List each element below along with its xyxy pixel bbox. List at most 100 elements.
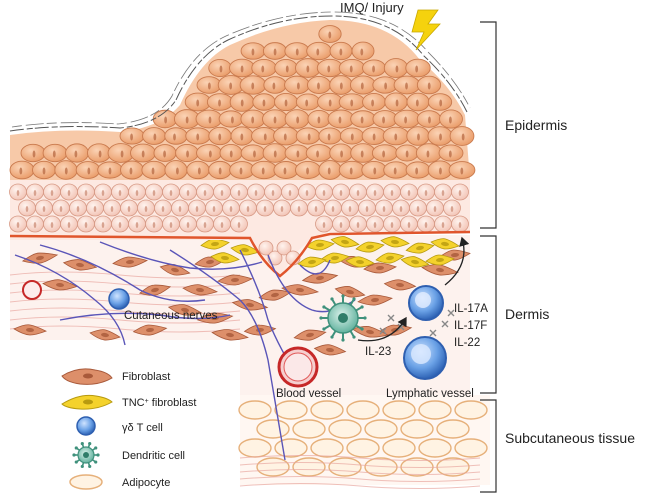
keratinocyte-nucleus bbox=[284, 99, 288, 107]
basal-cell-nucleus bbox=[407, 190, 411, 196]
basal-cell bbox=[258, 240, 274, 256]
adipocyte bbox=[382, 438, 416, 458]
tnc-fibroblast bbox=[345, 256, 375, 268]
basal-cell-nucleus bbox=[246, 206, 250, 212]
keratinocyte-nucleus bbox=[349, 65, 353, 73]
basal-cell-nucleus bbox=[161, 206, 165, 212]
basal-cell-nucleus bbox=[101, 190, 105, 196]
adipocyte bbox=[256, 457, 290, 477]
dendrite-tip bbox=[330, 335, 334, 339]
keratinocyte-nucleus bbox=[285, 65, 289, 73]
basal-cell-nucleus bbox=[178, 206, 182, 212]
basal-cell-nucleus bbox=[33, 222, 37, 228]
legend-fibroblast-icon bbox=[61, 368, 113, 385]
keratinocyte-nucleus bbox=[141, 150, 145, 158]
basal-cell-nucleus bbox=[373, 222, 377, 228]
basal-cell-nucleus bbox=[416, 206, 420, 212]
basal-cell-nucleus bbox=[169, 190, 173, 196]
lightning-icon bbox=[411, 9, 441, 51]
adipocyte bbox=[238, 438, 272, 458]
keratinocyte-nucleus bbox=[426, 150, 430, 158]
keratinocyte-nucleus bbox=[52, 150, 56, 158]
basal-cell-layer bbox=[9, 183, 469, 266]
basal-cell-nucleus bbox=[84, 222, 88, 228]
fibroblast-cluster bbox=[13, 249, 471, 356]
keratinocyte-nucleus bbox=[239, 167, 243, 175]
dermis-region bbox=[9, 235, 481, 489]
basal-cell-nucleus bbox=[441, 222, 445, 228]
collagen-fiber bbox=[239, 462, 481, 468]
keratinocyte bbox=[372, 110, 398, 128]
keratinocyte-nucleus bbox=[218, 167, 222, 175]
keratinocyte-nucleus bbox=[173, 133, 176, 141]
fibroblast bbox=[334, 286, 366, 298]
keratinocyte-nucleus bbox=[98, 150, 102, 158]
tnc-fibroblast bbox=[430, 238, 460, 250]
fibroblast bbox=[112, 256, 148, 268]
keratinocyte bbox=[196, 144, 222, 162]
dendrite-tip bbox=[363, 316, 367, 320]
keratinocyte-nucleus bbox=[428, 116, 431, 124]
basal-cell-nucleus bbox=[305, 190, 309, 196]
basal-cell-nucleus bbox=[229, 206, 233, 212]
keratinocyte-nucleus bbox=[253, 150, 256, 158]
tnc-fibroblast bbox=[375, 252, 405, 264]
lymphatic-vessel-label: Lymphatic vessel bbox=[386, 388, 474, 400]
keratinocyte-nucleus bbox=[283, 167, 287, 175]
basal-cell-nucleus bbox=[373, 190, 377, 196]
keratinocyte-nucleus bbox=[448, 150, 452, 158]
basal-cell bbox=[267, 250, 283, 266]
basal-cell-nucleus bbox=[339, 190, 343, 196]
basal-cell-nucleus bbox=[271, 190, 275, 196]
basal-cell-nucleus bbox=[127, 206, 131, 212]
basal-cell-nucleus bbox=[297, 206, 301, 212]
tnc-fibroblast bbox=[425, 254, 455, 266]
tnc-fibroblast bbox=[320, 252, 350, 264]
basal-cell-nucleus bbox=[118, 190, 122, 196]
keratinocyte-nucleus bbox=[251, 116, 255, 124]
basal-cell-nucleus bbox=[152, 190, 156, 196]
layer-brackets bbox=[480, 21, 497, 493]
fibroblast bbox=[293, 329, 327, 341]
basal-cell-nucleus bbox=[25, 206, 29, 212]
basal-cell-nucleus bbox=[390, 222, 394, 228]
blood-vessel bbox=[277, 346, 319, 388]
basal-cell-nucleus bbox=[220, 222, 224, 228]
il22-label: IL-22 bbox=[454, 337, 480, 349]
basal-cell-nucleus bbox=[322, 222, 326, 228]
basal-cell-nucleus bbox=[110, 206, 114, 212]
legend-tnc-fibroblast-label: TNC+ fibroblast bbox=[122, 397, 196, 409]
keratinocyte-nucleus bbox=[186, 150, 189, 158]
basal-cell-nucleus bbox=[93, 206, 97, 212]
basal-cell-nucleus bbox=[67, 190, 71, 196]
basal-cell-nucleus bbox=[424, 222, 428, 228]
dendrite-tip bbox=[322, 327, 326, 331]
keratinocyte-nucleus bbox=[327, 167, 331, 175]
keratinocyte-nucleus bbox=[130, 133, 133, 141]
keratinocyte-nucleus bbox=[327, 65, 331, 73]
legend-fibroblast-label: Fibroblast bbox=[122, 371, 170, 383]
keratinocyte-nucleus bbox=[42, 167, 46, 175]
keratinocyte-nucleus bbox=[360, 116, 364, 124]
legend-t-cell-label: γδ T cell bbox=[122, 422, 163, 434]
adipocyte bbox=[364, 419, 398, 439]
tnc-fibroblast bbox=[400, 256, 430, 268]
keratinocyte-nucleus bbox=[360, 48, 364, 56]
keratinocyte-nucleus bbox=[394, 133, 398, 141]
basal-cell-nucleus bbox=[450, 206, 454, 212]
adipocyte bbox=[436, 419, 470, 439]
keratinocyte-nucleus bbox=[197, 167, 201, 175]
keratinocyte-nucleus bbox=[316, 48, 320, 56]
keratinocyte bbox=[393, 109, 421, 129]
dendrite-tip bbox=[74, 460, 78, 464]
adipocyte bbox=[328, 419, 362, 439]
tnc-fibroblast-cluster bbox=[200, 236, 460, 268]
dendrite-tip bbox=[80, 441, 84, 446]
keratinocyte-nucleus bbox=[263, 133, 267, 141]
dermis-label: Dermis bbox=[505, 306, 549, 322]
keratinocyte-nucleus bbox=[371, 99, 374, 107]
dendrite-tip bbox=[74, 446, 78, 450]
keratinocyte bbox=[240, 144, 266, 162]
keratinocyte-nucleus bbox=[404, 116, 408, 124]
basal-cell-nucleus bbox=[101, 222, 105, 228]
